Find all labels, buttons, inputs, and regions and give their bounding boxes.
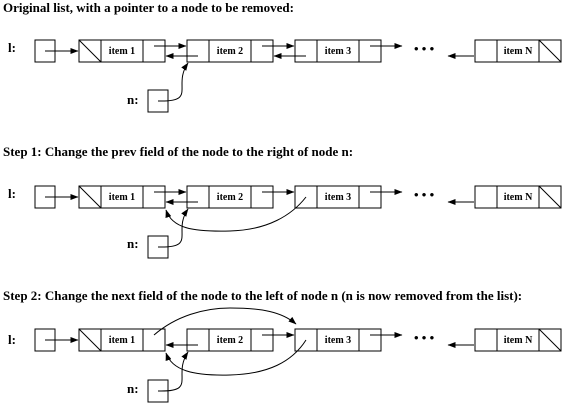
list-label: l: — [8, 186, 16, 201]
null-next-slash — [538, 185, 562, 209]
pointer-n-arrow — [157, 62, 189, 102]
panel-step-1: Step 1: Change the prev field of the nod… — [3, 144, 562, 259]
node-item-1: item 1 — [78, 39, 166, 63]
pointer-n-arrow — [157, 208, 189, 248]
node-item-label: item N — [504, 46, 533, 57]
pointer-label: n: — [127, 236, 139, 251]
null-prev-slash — [78, 328, 102, 352]
node-item-label: item 2 — [217, 46, 243, 57]
panel-original: Original list, with a pointer to a node … — [3, 0, 562, 113]
node-item-label: item 2 — [217, 192, 243, 203]
panel-caption: Step 1: Change the prev field of the nod… — [3, 144, 353, 159]
node-item-label: item 1 — [109, 46, 135, 57]
list-label: l: — [8, 40, 16, 55]
node-item-3: item 3 — [294, 328, 382, 352]
pointer-n-arrow — [157, 351, 189, 392]
node-item-2: item 2 — [186, 185, 274, 209]
node-item-label: item N — [504, 192, 533, 203]
null-next-slash — [538, 328, 562, 352]
panel-caption: Step 2: Change the next field of the nod… — [3, 288, 522, 303]
node-item-label: item 3 — [325, 192, 351, 203]
node-item-3: item 3 — [294, 39, 382, 63]
next-arrow-1-to-3 — [153, 307, 297, 336]
panel-step-2: Step 2: Change the next field of the nod… — [3, 288, 562, 403]
panel-caption: Original list, with a pointer to a node … — [3, 0, 294, 15]
ellipsis: • • • — [414, 330, 435, 345]
pointer-label: n: — [127, 92, 139, 107]
node-item-1: item 1 — [78, 185, 166, 209]
null-next-slash — [538, 39, 562, 63]
node-item-n: item N — [474, 328, 562, 352]
node-item-label: item 1 — [109, 335, 135, 346]
node-item-3: item 3 — [294, 185, 382, 209]
prev-arrow-3-to-1 — [165, 339, 307, 376]
prev-arrow-3-to-1 — [165, 196, 307, 232]
node-item-label: item N — [504, 335, 533, 346]
list-label: l: — [8, 332, 16, 347]
node-item-1: item 1 — [78, 328, 166, 352]
node-item-label: item 3 — [325, 335, 351, 346]
ellipsis: • • • — [414, 187, 435, 202]
node-item-label: item 2 — [217, 335, 243, 346]
ellipsis: • • • — [414, 41, 435, 56]
node-item-2: item 2 — [186, 39, 274, 63]
node-item-n: item N — [474, 39, 562, 63]
node-item-n: item N — [474, 185, 562, 209]
node-item-2: item 2 — [186, 328, 274, 352]
pointer-label: n: — [127, 381, 139, 396]
node-item-label: item 3 — [325, 46, 351, 57]
null-prev-slash — [78, 39, 102, 63]
null-prev-slash — [78, 185, 102, 209]
node-item-label: item 1 — [109, 192, 135, 203]
